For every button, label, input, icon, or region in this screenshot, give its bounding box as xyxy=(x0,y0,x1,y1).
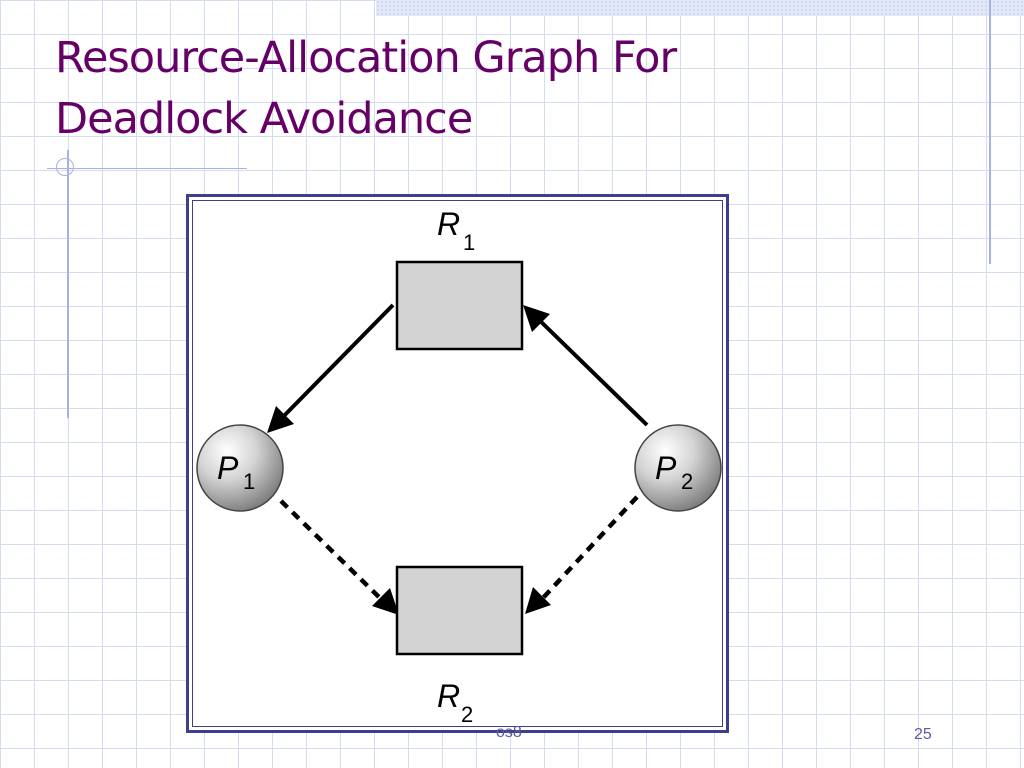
right-accent-line xyxy=(989,0,991,264)
process-p2-subscript: 2 xyxy=(681,469,693,494)
edge-p2-to-r1 xyxy=(523,305,649,427)
process-p2: P 2 xyxy=(634,424,722,512)
resource-r2-subscript: 2 xyxy=(461,702,473,727)
footer-label: os8 xyxy=(496,724,522,741)
arrowhead-icon xyxy=(372,588,399,615)
slide-title-line-2: Deadlock Avoidance xyxy=(55,94,473,144)
arrowhead-icon xyxy=(267,406,294,433)
arrowhead-icon xyxy=(525,587,551,614)
crosshair-circle-icon xyxy=(56,158,74,176)
left-accent-line xyxy=(67,150,69,418)
resource-r2: R 2 xyxy=(395,565,524,727)
resource-r1-subscript: 1 xyxy=(463,230,475,255)
process-p1-subscript: 1 xyxy=(243,469,255,494)
edge-p1-to-r2 xyxy=(279,499,399,615)
edge-p2-to-r2 xyxy=(525,495,639,614)
resource-r1: R 1 xyxy=(395,206,524,351)
process-p1-letter: P xyxy=(217,450,239,486)
resource-r1-letter: R xyxy=(437,206,460,242)
figure-inner-border xyxy=(192,200,723,727)
arrowhead-icon xyxy=(523,305,550,332)
process-p2-letter: P xyxy=(655,450,677,486)
slide-title: Resource-Allocation Graph For Deadlock A… xyxy=(55,28,677,150)
process-p1: P 1 xyxy=(196,424,284,512)
title-underline xyxy=(47,168,247,169)
slide-title-line-1: Resource-Allocation Graph For xyxy=(55,33,677,83)
top-decorative-bar xyxy=(376,0,1024,16)
resource-allocation-graph: R 1 R 2 P 1 P 2 xyxy=(196,206,722,727)
resource-r2-letter: R xyxy=(437,678,460,714)
page-number: 25 xyxy=(914,726,932,743)
resource-allocation-graph-figure: R 1 R 2 P 1 P 2 xyxy=(186,194,729,733)
edge-r1-to-p1 xyxy=(267,303,395,433)
